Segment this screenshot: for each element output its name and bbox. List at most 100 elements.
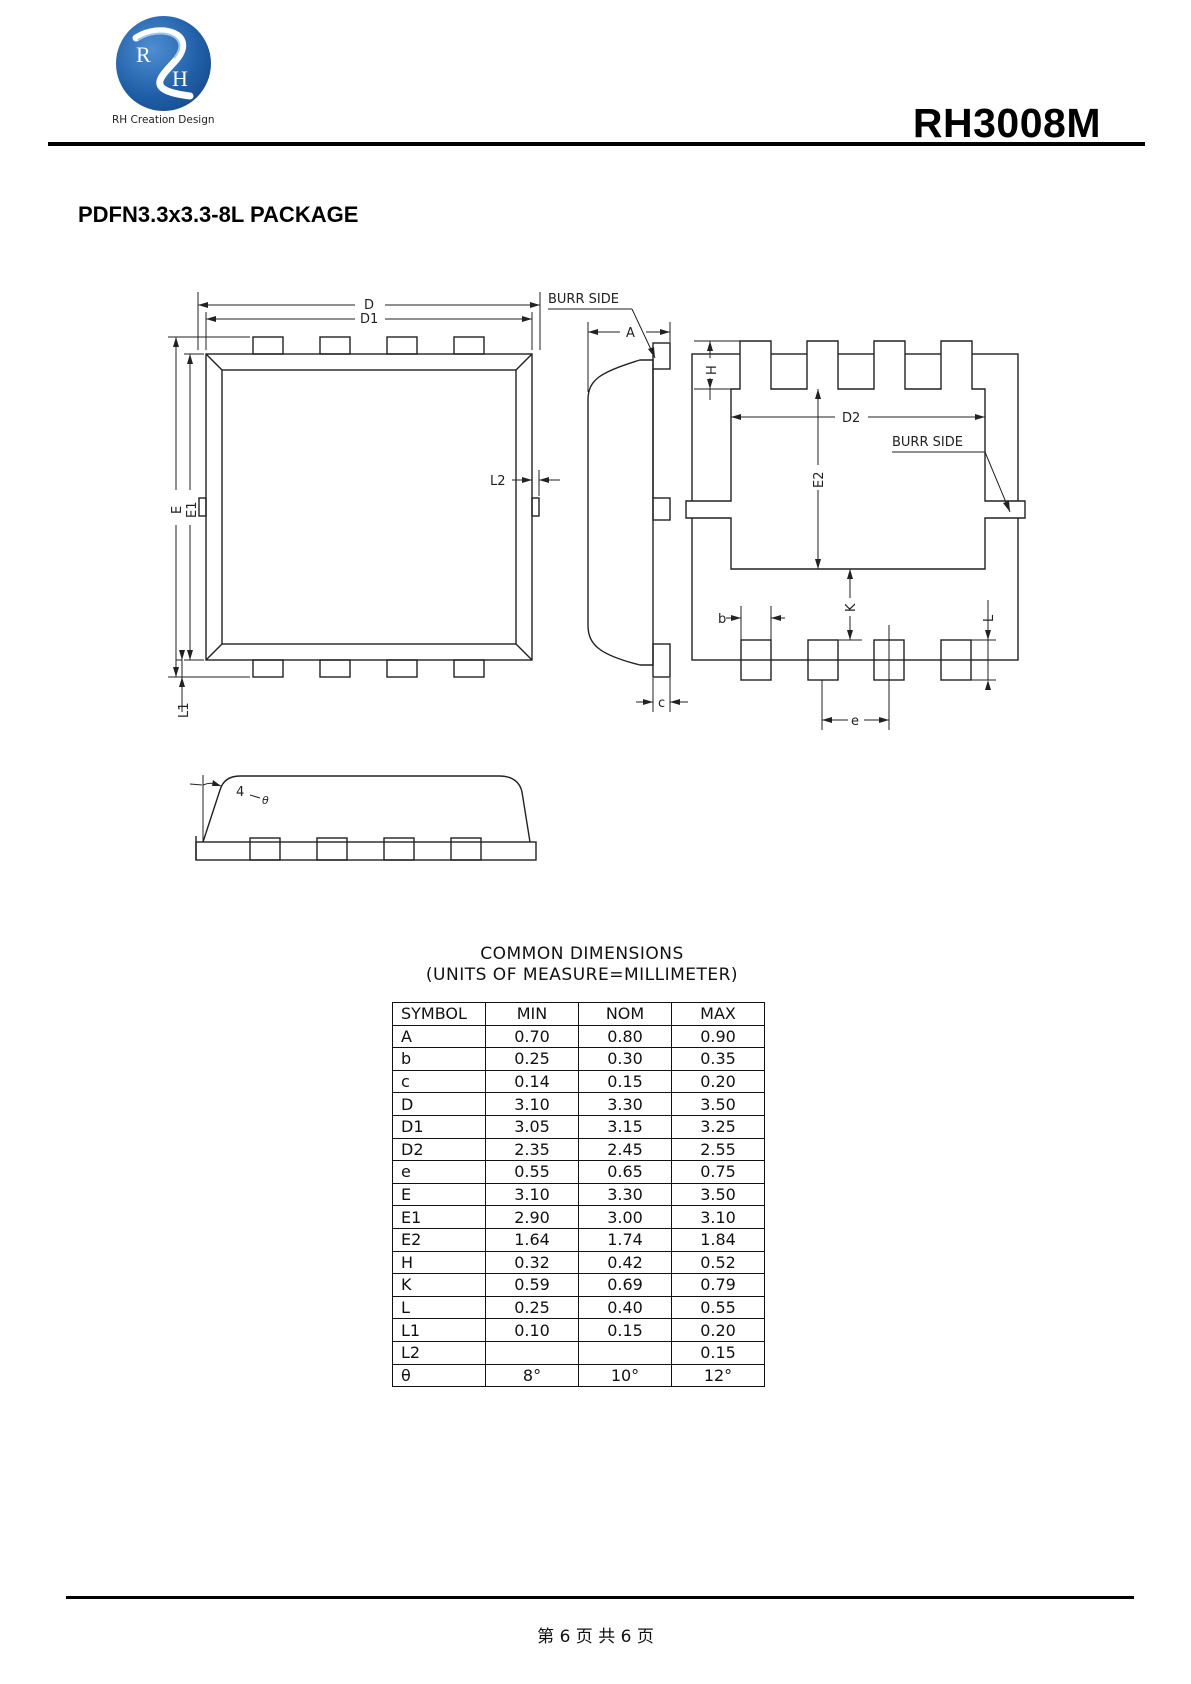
cell-max: 0.55 (671, 1295, 765, 1320)
logo-caption: RH Creation Design (112, 114, 215, 126)
table-row: D2 2.35 2.45 2.55 (392, 1137, 765, 1162)
cell-max: 3.10 (671, 1205, 765, 1229)
table-caption-units: (UNITS OF MEASURE=MILLIMETER) (425, 965, 739, 985)
logo-letter-r: R (136, 42, 151, 67)
label-d1: D1 (360, 312, 378, 327)
table-row: D 3.10 3.30 3.50 (392, 1092, 765, 1116)
logo-letter-h: H (172, 66, 188, 91)
cell-max: 3.50 (671, 1092, 765, 1116)
part-number-title: RH3008M (912, 100, 1101, 146)
bottom-view (685, 340, 1026, 730)
cell-symbol: E1 (392, 1205, 486, 1229)
cell-nom: 3.15 (578, 1114, 672, 1139)
cell-max: 1.84 (671, 1227, 765, 1252)
table-row: e 0.55 0.65 0.75 (392, 1160, 765, 1184)
table-header-row: SYMBOL MIN NOM MAX (392, 1002, 765, 1026)
table-row: L 0.25 0.40 0.55 (392, 1295, 765, 1320)
cell-min: 3.10 (485, 1182, 579, 1207)
cell-symbol: L1 (392, 1318, 486, 1342)
cell-nom: 0.15 (578, 1318, 672, 1342)
cell-min: 2.90 (485, 1205, 579, 1229)
cell-max: 3.50 (671, 1182, 765, 1207)
cell-max: 12° (671, 1363, 765, 1388)
cell-min: 0.14 (485, 1069, 579, 1094)
cell-nom: 0.69 (578, 1273, 672, 1297)
label-a: A (626, 326, 635, 341)
cell-symbol: L (392, 1295, 486, 1320)
cell-max: 0.75 (671, 1160, 765, 1184)
page-number: 第 6 页 共 6 页 (537, 1627, 654, 1647)
table-caption-title: COMMON DIMENSIONS (480, 944, 684, 964)
cell-min: 8° (485, 1363, 579, 1388)
label-angle-mark: 4 (236, 785, 244, 800)
table-row: E 3.10 3.30 3.50 (392, 1182, 765, 1207)
label-d2: D2 (842, 411, 860, 426)
cell-nom: 3.30 (578, 1092, 672, 1116)
logo-swoosh-icon (132, 27, 194, 100)
table-row: b 0.25 0.30 0.35 (392, 1047, 765, 1071)
cell-max: 0.20 (671, 1069, 765, 1094)
dimensions-table: SYMBOL MIN NOM MAX A 0.70 0.80 0.90 b 0.… (392, 1002, 765, 1388)
cell-max: 0.20 (671, 1318, 765, 1342)
cell-symbol: D2 (392, 1137, 486, 1162)
label-theta: θ (262, 794, 269, 807)
table-row: H 0.32 0.42 0.52 (392, 1250, 765, 1275)
table-row: E2 1.64 1.74 1.84 (392, 1227, 765, 1252)
cell-nom: 0.40 (578, 1295, 672, 1320)
side-view (548, 308, 688, 712)
cell-min: 0.70 (485, 1024, 579, 1049)
cell-nom: 3.00 (578, 1205, 672, 1229)
table-row: D1 3.05 3.15 3.25 (392, 1114, 765, 1139)
cell-symbol: K (392, 1273, 486, 1297)
cell-nom: 2.45 (578, 1137, 672, 1162)
cell-min: 0.32 (485, 1250, 579, 1275)
label-c: c (658, 696, 665, 711)
label-e1: E1 (185, 502, 200, 519)
cell-max: 0.79 (671, 1273, 765, 1297)
cell-max: 0.35 (671, 1047, 765, 1071)
cell-nom: 1.74 (578, 1227, 672, 1252)
label-k: K (844, 603, 859, 612)
cell-nom: 3.30 (578, 1182, 672, 1207)
cell-min: 0.55 (485, 1160, 579, 1184)
cell-max: 0.15 (671, 1340, 765, 1365)
footer-rule (66, 1596, 1134, 1599)
cell-symbol: b (392, 1047, 486, 1071)
label-burr-side-2: BURR SIDE (892, 435, 963, 450)
cell-min: 0.25 (485, 1047, 579, 1071)
cell-nom: 0.30 (578, 1047, 672, 1071)
label-l1: L1 (177, 702, 192, 718)
cell-nom: 10° (578, 1363, 672, 1388)
cell-max: 3.25 (671, 1114, 765, 1139)
cell-symbol: c (392, 1069, 486, 1094)
cell-max: 2.55 (671, 1137, 765, 1162)
label-l: L (982, 614, 997, 622)
cell-max: 0.90 (671, 1024, 765, 1049)
cell-min: 0.25 (485, 1295, 579, 1320)
cell-nom: 0.65 (578, 1160, 672, 1184)
header-rule (48, 142, 1145, 146)
cell-min: 0.59 (485, 1273, 579, 1297)
table-row: E1 2.90 3.00 3.10 (392, 1205, 765, 1229)
header-nom: NOM (578, 1002, 672, 1026)
header-max: MAX (671, 1002, 765, 1026)
table-row: θ 8° 10° 12° (392, 1363, 765, 1388)
cell-symbol: D1 (392, 1114, 486, 1139)
cell-symbol: E2 (392, 1227, 486, 1252)
table-row: K 0.59 0.69 0.79 (392, 1273, 765, 1297)
header-symbol: SYMBOL (392, 1002, 486, 1026)
cell-symbol: θ (392, 1363, 486, 1388)
label-burr-side-1: BURR SIDE (548, 292, 619, 307)
cell-min (485, 1340, 579, 1365)
cell-symbol: E (392, 1182, 486, 1207)
cell-nom (578, 1340, 672, 1365)
cell-max: 0.52 (671, 1250, 765, 1275)
label-l2: L2 (490, 474, 506, 489)
table-row: L2 0.15 (392, 1340, 765, 1365)
cell-symbol: H (392, 1250, 486, 1275)
label-d: D (364, 298, 374, 313)
label-h: H (705, 365, 720, 375)
label-e: E (170, 506, 185, 514)
package-outline-drawing: D D1 E E1 L1 L2 BURR SIDE A c H D2 E2 K … (168, 292, 1026, 861)
